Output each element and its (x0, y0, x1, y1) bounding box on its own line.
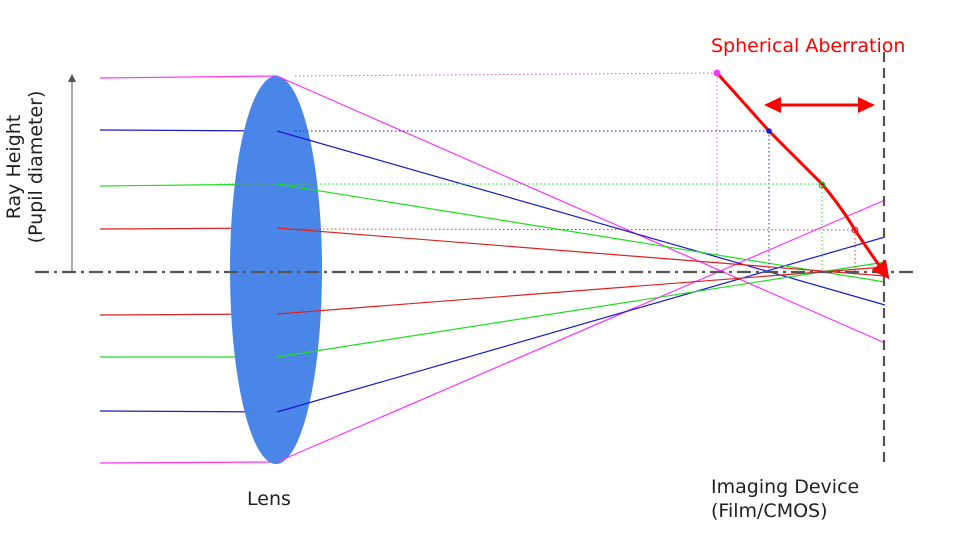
refracted-rays (276, 75, 886, 463)
incoming-rays (99, 75, 278, 464)
refracted-ray-outer-bottom (276, 199, 886, 463)
refracted-ray-lower-mid-top (276, 183, 886, 283)
focus-point-inner (851, 226, 859, 234)
projection-lines (220, 72, 856, 272)
refracted-ray-outer-top (276, 75, 886, 344)
lens-label: Lens (247, 488, 291, 510)
refracted-ray-upper-mid-top (276, 130, 886, 306)
ray-height-axis-label: Ray Height (Pupil diameter) (3, 72, 47, 262)
focus-point-upper-mid (766, 128, 772, 134)
ray-height-label-line2: (Pupil diameter) (25, 90, 47, 244)
refracted-ray-upper-mid-bottom (276, 236, 886, 413)
refracted-ray-lower-mid-bottom (276, 261, 886, 358)
incoming-ray-outer-bottom (99, 461, 278, 464)
incoming-ray-outer-top (99, 75, 278, 79)
spherical-aberration-curve (715, 71, 890, 280)
imaging-device-label-line2: (Film/CMOS) (711, 500, 828, 522)
focus-point-lower-mid (818, 181, 826, 189)
aberration-range-arrow (764, 97, 875, 113)
refracted-ray-inner-bottom (276, 266, 886, 315)
lens (230, 76, 322, 464)
ray-height-label-line1: Ray Height (3, 114, 25, 220)
spherical-aberration-label: Spherical Aberration (711, 35, 906, 57)
imaging-device-label-line1: Imaging Device (711, 476, 860, 498)
imaging-device-label: Imaging Device (Film/CMOS) (711, 475, 859, 523)
refracted-ray-inner-top (276, 227, 886, 277)
focus-point-outer (713, 69, 721, 77)
